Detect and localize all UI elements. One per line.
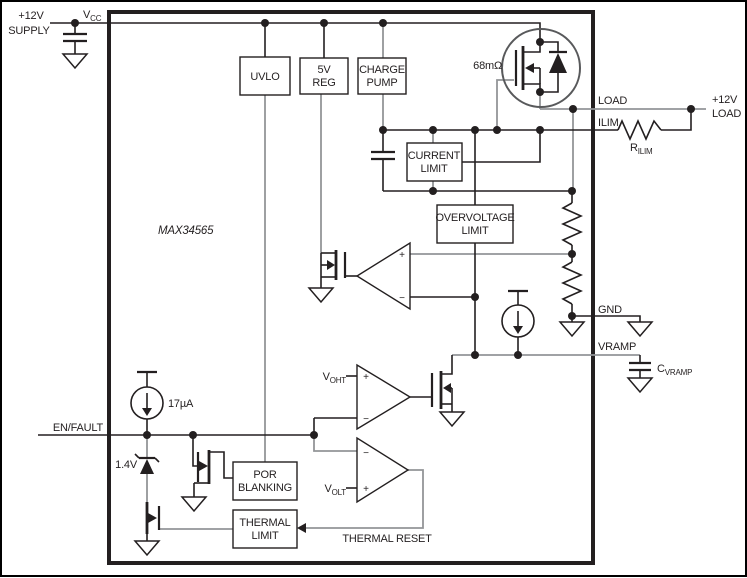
power-mosfet — [501, 28, 581, 108]
volt-comparator: − + — [356, 436, 410, 504]
cvramp-label: CVRAMP — [657, 363, 692, 377]
rdson-label: 68mΩ — [473, 60, 502, 72]
block-por-line2: BLANKING — [238, 482, 292, 494]
gnd-pin-label: GND — [598, 304, 622, 316]
volt-plus-sign: + — [363, 484, 369, 495]
block-current-limit: CURRENT LIMIT — [406, 142, 463, 182]
vcc-pin-label: VCC — [83, 9, 102, 23]
divider-resistor-top — [561, 202, 583, 246]
divider-resistor-bottom — [561, 261, 583, 305]
mosfet-arrow — [525, 63, 534, 73]
part-number-label: MAX34565 — [158, 225, 214, 237]
block-thermal-limit: THERMAL LIMIT — [232, 509, 298, 549]
ov-gate-pulldown-mosfet — [320, 250, 357, 280]
block-cl-line2: LIMIT — [420, 163, 448, 175]
zener-diode — [134, 453, 160, 474]
block-tl-line1: THERMAL — [239, 517, 290, 529]
overvoltage-comparator: + − — [355, 241, 411, 311]
block-ovl-line2: LIMIT — [461, 225, 489, 237]
internal-black-wires — [38, 22, 692, 541]
voht-ref-label: VOHT — [323, 371, 347, 385]
timing-capacitor — [371, 150, 395, 161]
thermal-reset-arrow — [297, 523, 306, 533]
block-tl-line2: LIMIT — [251, 530, 279, 542]
vcc-bypass-capacitor — [63, 32, 87, 43]
ilim-pin-label: ILIM — [598, 117, 619, 129]
ic-boundary — [107, 10, 595, 565]
resistor-rilim — [617, 119, 662, 141]
supply-label-line1: +12V — [18, 10, 44, 22]
rilim-label: RILIM — [630, 142, 653, 156]
fault-latch-mosfet — [145, 502, 161, 534]
pullup-current-source — [130, 370, 164, 420]
block-cp-line1: CHARGE — [359, 64, 405, 76]
block-ovl-line1: OVERVOLTAGE — [435, 212, 514, 224]
load12-label-line2: LOAD — [712, 108, 741, 120]
block-uvlo: UVLO — [239, 56, 291, 96]
voht-comparator: + − — [356, 363, 412, 431]
voht-minus-sign: − — [363, 414, 369, 425]
en-fault-pin-label: EN/FAULT — [53, 422, 104, 434]
ov-plus-sign: + — [399, 250, 405, 261]
zener-voltage-label: 1.4V — [115, 459, 138, 471]
load12-label-line1: +12V — [712, 94, 738, 106]
ground-symbols — [61, 53, 654, 557]
junction-dots — [71, 19, 695, 439]
block-cl-line1: CURRENT — [408, 150, 461, 162]
block-reg-line2: REG — [312, 77, 335, 89]
vramp-discharge-mosfet — [430, 355, 453, 409]
block-5v-reg: 5V REG — [299, 57, 349, 95]
block-cp-line2: PUMP — [367, 77, 398, 89]
body-diode — [540, 41, 567, 93]
voht-plus-sign: + — [363, 372, 369, 383]
block-por-line1: POR — [253, 469, 276, 481]
load-pin-label: LOAD — [598, 95, 627, 107]
supply-label-line2: SUPPLY — [8, 25, 50, 37]
block-uvlo-label: UVLO — [250, 71, 280, 83]
block-charge-pump: CHARGE PUMP — [357, 57, 407, 95]
pullup-current-label: 17µA — [168, 398, 194, 410]
volt-ref-label: VOLT — [324, 483, 346, 497]
ov-minus-sign: − — [399, 293, 405, 304]
block-overvoltage-limit: OVERVOLTAGE LIMIT — [435, 204, 515, 244]
por-pulldown-mosfet — [194, 450, 233, 484]
volt-minus-sign: − — [363, 448, 369, 459]
cvramp-capacitor — [629, 361, 651, 372]
vramp-pin-label: VRAMP — [598, 341, 636, 353]
block-reg-line1: 5V — [317, 64, 331, 76]
block-por-blanking: POR BLANKING — [232, 461, 298, 501]
thermal-reset-label: THERMAL RESET — [342, 533, 432, 545]
ramp-current-source — [501, 289, 535, 338]
